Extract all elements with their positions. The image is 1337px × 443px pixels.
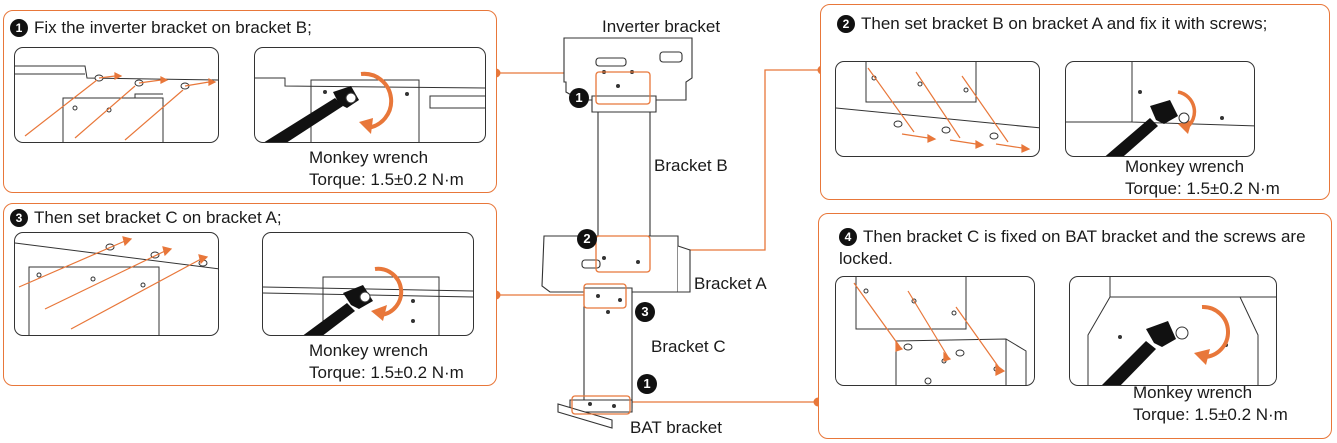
step-4-text: Then bracket C is fixed on BAT bracket a… — [839, 227, 1306, 268]
step-3-detail-image — [14, 232, 219, 336]
step-2-wrench-image — [1065, 61, 1255, 157]
bat-bracket-label: BAT bracket — [630, 418, 722, 437]
step-2-detail-image — [835, 61, 1040, 157]
step-3-title: 3 Then set bracket C on bracket A; — [10, 207, 282, 229]
step-2-tool: Monkey wrench — [1125, 157, 1245, 176]
step-2-badge: 2 — [837, 15, 855, 33]
step-3-text: Then set bracket C on bracket A; — [34, 208, 282, 227]
step-1-text: Fix the inverter bracket on bracket B; — [34, 18, 312, 37]
step-3-badge: 3 — [10, 209, 28, 227]
step-1-wrench-label: Monkey wrench Torque: 1.5±0.2 N·m — [309, 147, 464, 191]
marker-1-top: 1 — [569, 88, 589, 108]
step-1-detail-image — [14, 47, 219, 143]
step-2-title: 2 Then set bracket B on bracket A and fix… — [837, 13, 1307, 35]
bracket-assembly-drawing — [541, 37, 693, 429]
step-4-detail-image — [835, 276, 1035, 386]
step-3-torque: Torque: 1.5±0.2 N·m — [309, 363, 464, 382]
step-1-panel: 1 Fix the inverter bracket on bracket B; — [3, 10, 497, 193]
marker-1-bottom: 1 — [637, 374, 657, 394]
marker-2: 2 — [577, 229, 597, 249]
step-4-badge: 4 — [839, 228, 857, 246]
center-assembly: 1 2 3 1 Inverter bracket Bracket B Brack… — [520, 0, 810, 443]
marker-3: 3 — [635, 302, 655, 322]
step-1-badge: 1 — [10, 19, 28, 37]
step-2-torque: Torque: 1.5±0.2 N·m — [1125, 179, 1280, 198]
step-4-tool: Monkey wrench — [1133, 383, 1253, 402]
step-3-panel: 3 Then set bracket C on bracket A; — [3, 203, 497, 386]
step-2-text: Then set bracket B on bracket A and fix … — [861, 14, 1268, 33]
step-3-wrench-label: Monkey wrench Torque: 1.5±0.2 N·m — [309, 340, 464, 384]
bracket-c-label: Bracket C — [651, 337, 726, 356]
step-4-wrench-label: Monkey wrench Torque: 1.5±0.2 N·m — [1133, 382, 1288, 426]
step-1-torque: Torque: 1.5±0.2 N·m — [309, 170, 464, 189]
step-4-wrench-image — [1069, 276, 1277, 386]
step-2-panel: 2 Then set bracket B on bracket A and fix… — [820, 4, 1330, 200]
step-1-tool: Monkey wrench — [309, 148, 429, 167]
bracket-a-label: Bracket A — [694, 274, 767, 293]
step-3-tool: Monkey wrench — [309, 341, 429, 360]
inverter-bracket-label: Inverter bracket — [602, 17, 721, 36]
step-1-wrench-image — [254, 47, 486, 143]
step-3-wrench-image — [262, 232, 474, 336]
step-4-torque: Torque: 1.5±0.2 N·m — [1133, 405, 1288, 424]
bracket-b-label: Bracket B — [654, 156, 728, 175]
step-1-title: 1 Fix the inverter bracket on bracket B; — [10, 17, 312, 39]
step-2-wrench-label: Monkey wrench Torque: 1.5±0.2 N·m — [1125, 156, 1280, 200]
